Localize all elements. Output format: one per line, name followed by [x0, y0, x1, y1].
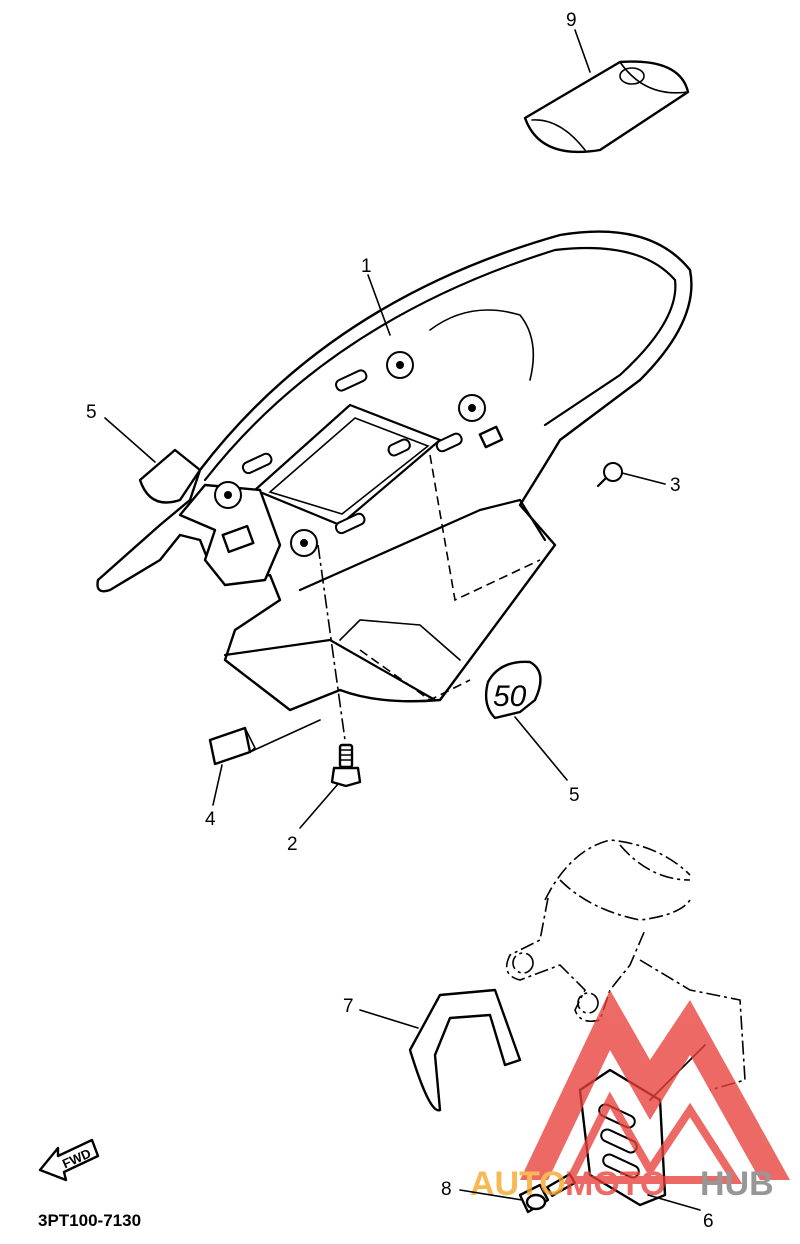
callout-9: 9: [566, 10, 577, 31]
callout-5-lower: 5: [569, 785, 580, 806]
callout-2: 2: [287, 834, 298, 855]
callout-6: 6: [703, 1211, 714, 1232]
part-4-pad: [208, 719, 321, 766]
callout-4: 4: [205, 809, 216, 830]
watermark-brand-2: MOTO: [565, 1165, 666, 1203]
leader-lines: [104, 29, 701, 1211]
emblem-text: 50: [493, 680, 527, 713]
callout-7: 7: [343, 996, 354, 1017]
part-5-emblem-left: [138, 448, 202, 504]
part-5-emblem-50: 50: [484, 660, 542, 720]
watermark-brand-3: HUB: [700, 1165, 774, 1203]
part-7-bracket: [408, 988, 522, 1112]
fwd-label: FWD: [60, 1146, 93, 1172]
part-3-bolt: [596, 462, 623, 488]
watermark-brand-1: AUTO: [470, 1165, 566, 1203]
callout-5-upper: 5: [86, 402, 97, 423]
reference-code: 3PT100-7130: [38, 1211, 141, 1230]
part-1-rear-fender: [96, 230, 693, 741]
callout-3: 3: [670, 475, 681, 496]
watermark-logo: AUTO MOTO HUB: [470, 990, 790, 1203]
part-2-bolt: [330, 743, 362, 788]
callout-8: 8: [441, 1179, 452, 1200]
part-9-pad: [523, 60, 690, 154]
fwd-arrow-icon: FWD: [38, 1138, 100, 1182]
callout-1: 1: [361, 256, 372, 277]
